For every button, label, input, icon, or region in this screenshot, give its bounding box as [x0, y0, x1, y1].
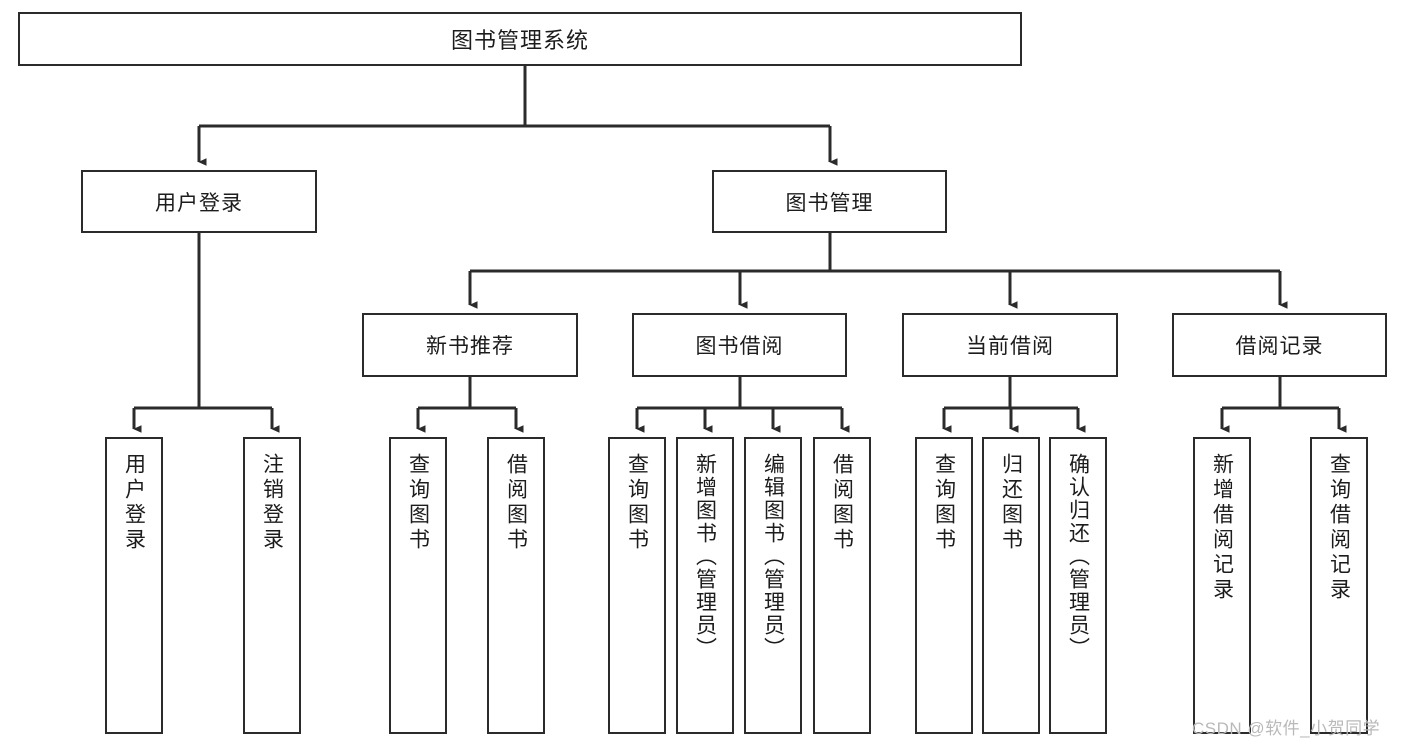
node-user-login[interactable]: 用户登录 [81, 170, 317, 233]
node-leaf-query-book-1[interactable]: 查询图书 [389, 437, 447, 734]
node-leaf-borrow-book-2-label: 借阅图书 [830, 453, 854, 553]
node-new-book-recommend-label: 新书推荐 [426, 335, 514, 358]
node-new-book-recommend[interactable]: 新书推荐 [362, 313, 578, 377]
node-leaf-borrow-book-1[interactable]: 借阅图书 [487, 437, 545, 734]
node-leaf-query-book-3[interactable]: 查询图书 [915, 437, 973, 734]
node-leaf-return-book[interactable]: 归还图书 [982, 437, 1040, 734]
node-borrow-record[interactable]: 借阅记录 [1172, 313, 1387, 377]
node-leaf-confirm-return-admin-label: 确认归还（管理员） [1066, 453, 1090, 660]
node-leaf-edit-book-admin[interactable]: 编辑图书（管理员） [744, 437, 802, 734]
node-leaf-user-login-label: 用户登录 [122, 453, 146, 553]
node-current-borrow-label: 当前借阅 [966, 335, 1054, 358]
node-book-manage-label: 图书管理 [785, 191, 874, 215]
node-borrow-record-label: 借阅记录 [1235, 335, 1324, 358]
node-leaf-query-book-1-label: 查询图书 [406, 453, 430, 553]
node-leaf-query-borrow-record[interactable]: 查询借阅记录 [1310, 437, 1368, 734]
node-leaf-user-login[interactable]: 用户登录 [105, 437, 163, 734]
node-leaf-logout-label: 注销登录 [260, 453, 284, 553]
node-leaf-add-borrow-record-label: 新增借阅记录 [1210, 453, 1234, 603]
node-root-system-label: 图书管理系统 [450, 28, 589, 53]
node-book-manage[interactable]: 图书管理 [712, 170, 947, 233]
node-book-borrow[interactable]: 图书借阅 [632, 313, 847, 377]
node-leaf-edit-book-admin-label: 编辑图书（管理员） [761, 453, 785, 660]
node-leaf-add-book-admin[interactable]: 新增图书（管理员） [676, 437, 734, 734]
node-leaf-query-book-2-label: 查询图书 [625, 453, 649, 553]
node-leaf-return-book-label: 归还图书 [999, 453, 1023, 553]
node-leaf-query-book-2[interactable]: 查询图书 [608, 437, 666, 734]
node-leaf-add-borrow-record[interactable]: 新增借阅记录 [1193, 437, 1251, 734]
node-leaf-query-book-3-label: 查询图书 [932, 453, 956, 553]
node-leaf-add-book-admin-label: 新增图书（管理员） [693, 453, 717, 660]
node-user-login-label: 用户登录 [155, 191, 243, 215]
node-leaf-borrow-book-1-label: 借阅图书 [504, 453, 528, 553]
watermark: CSDN @软件_小贺同学 [1192, 719, 1381, 738]
node-root-system[interactable]: 图书管理系统 [18, 12, 1022, 66]
node-leaf-logout[interactable]: 注销登录 [243, 437, 301, 734]
node-leaf-query-borrow-record-label: 查询借阅记录 [1327, 453, 1351, 603]
node-leaf-borrow-book-2[interactable]: 借阅图书 [813, 437, 871, 734]
node-leaf-confirm-return-admin[interactable]: 确认归还（管理员） [1049, 437, 1107, 734]
node-book-borrow-label: 图书借阅 [695, 335, 784, 358]
node-current-borrow[interactable]: 当前借阅 [902, 313, 1118, 377]
